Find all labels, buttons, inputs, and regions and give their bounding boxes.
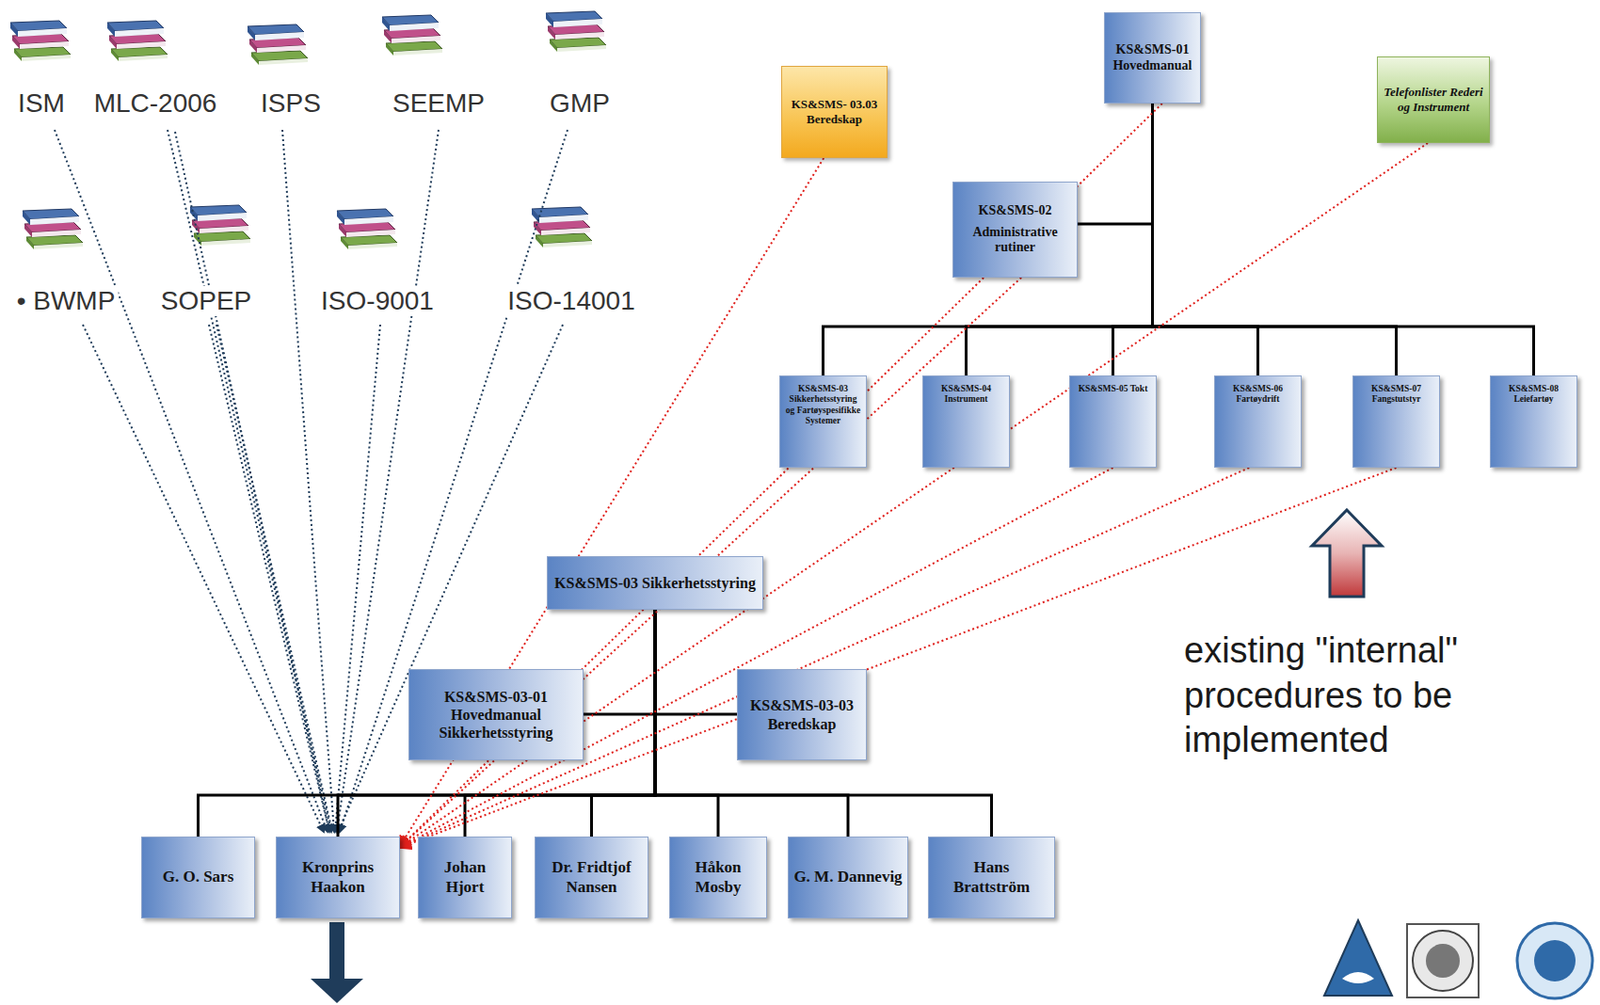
box-text: G. O. Sars	[162, 867, 235, 887]
box-text: KS&SMS-08 Leiefartøy	[1495, 384, 1572, 406]
leader-line	[282, 129, 335, 832]
box-text: KS&SMS- 03.03 Beredskap	[786, 96, 882, 127]
vessel-box: Hans Brattström	[928, 836, 1056, 919]
regulation-label: ISO-9001	[318, 286, 437, 317]
box-text: Johan Hjort	[423, 858, 507, 897]
box-text: Hans Brattström	[933, 858, 1050, 897]
logo-triangle	[1324, 920, 1392, 996]
logo-seal	[1412, 930, 1473, 992]
regulation-label: GMP	[546, 88, 613, 119]
note-text: existing "internal" procedures to be imp…	[1181, 628, 1507, 764]
preparedness-box: KS&SMS- 03.03 Beredskap	[781, 65, 888, 159]
hierarchy-line	[1152, 103, 1259, 376]
procedure-box: KS&SMS-07 Fangstutstyr	[1352, 375, 1440, 468]
box-text: KS&SMS-02	[978, 203, 1053, 220]
hierarchy-line	[1077, 103, 1153, 224]
logo-polar-core	[1534, 940, 1576, 982]
hollow-up-arrow	[1312, 510, 1382, 597]
vessel-box: Johan Hjort	[417, 836, 512, 919]
book-icon	[247, 24, 308, 65]
reference-arrow	[399, 467, 1114, 848]
box-text: KS&SMS-03 Sikkerhetsstyring og Fartøyspe…	[784, 384, 862, 428]
hierarchy-line	[1152, 103, 1535, 376]
hierarchy-line	[655, 609, 719, 837]
manual-box: KS&SMS-03-01 Hovedmanual Sikkerhetsstyri…	[408, 669, 584, 761]
reference-arrow	[399, 467, 1249, 848]
regulation-label: SEEMP	[389, 88, 488, 119]
down-arrow	[310, 922, 364, 1004]
manual-box: KS&SMS-02Administrative rutiner	[952, 181, 1078, 278]
box-text: KS&SMS-03 Sikkerhetsstyring	[554, 574, 756, 592]
box-text: G. M. Dannevig	[793, 867, 902, 887]
arrow-head	[310, 978, 364, 1004]
box-text: Administrative rutiner	[958, 224, 1072, 257]
logo-seal-core	[1425, 944, 1460, 978]
regulation-label: ISO-14001	[504, 286, 638, 317]
leader-line	[54, 129, 328, 832]
regulation-label: MLC-2006	[91, 88, 221, 119]
reference-arrow	[399, 277, 1022, 848]
box-text: KS&SMS-04 Instrument	[928, 384, 1005, 406]
vessel-box: G. M. Dannevig	[787, 836, 909, 919]
procedure-box: KS&SMS-04 Instrument	[922, 375, 1010, 468]
logo-fish	[1342, 972, 1375, 984]
book-icon	[22, 208, 83, 250]
leader-line	[216, 324, 333, 832]
logo-seal-frame	[1407, 924, 1479, 998]
hierarchy-line	[198, 609, 656, 837]
hierarchy-line	[592, 609, 656, 837]
book-icon	[531, 207, 592, 248]
contact-list-box: Telefonlister Rederi og Instrument	[1376, 56, 1490, 144]
box-text: KS&SMS-03-01 Hovedmanual Sikkerhetsstyri…	[414, 688, 578, 743]
book-icon	[545, 11, 607, 52]
leader-line	[208, 324, 330, 832]
institution-logos	[1324, 920, 1593, 999]
vessel-box: Håkon Mosby	[669, 836, 768, 919]
leader-line	[82, 324, 324, 832]
safety-management-box: KS&SMS-03 Sikkerhetsstyring	[546, 556, 764, 610]
preparedness-box: KS&SMS-03-03 Beredskap	[736, 669, 867, 761]
regulation-label: • BWMP	[14, 286, 119, 317]
box-text: KS&SMS-03-03 Beredskap	[742, 696, 862, 733]
book-icons	[10, 11, 607, 250]
book-icon	[107, 20, 168, 62]
arrow-shaft	[329, 922, 345, 979]
box-text: KS&SMS-01 Hovedmanual	[1109, 42, 1196, 75]
regulation-label: ISPS	[257, 88, 324, 119]
hierarchy-line	[337, 609, 656, 837]
vessel-box: Dr. Fridtjof Nansen	[534, 836, 649, 919]
book-icon	[336, 208, 398, 250]
box-text: Håkon Mosby	[674, 858, 762, 897]
procedure-box: KS&SMS-06 Fartøydrift	[1214, 375, 1302, 468]
box-text: Dr. Fridtjof Nansen	[540, 858, 643, 897]
regulation-label: SOPEP	[158, 286, 255, 317]
box-text: KS&SMS-07 Fangstutstyr	[1358, 384, 1435, 406]
box-text: Kronprins Haakon	[281, 858, 395, 897]
book-icon	[190, 205, 251, 246]
leader-line	[167, 129, 332, 832]
regulation-label: ISM	[15, 88, 68, 119]
vessel-box: Kronprins Haakon	[275, 836, 400, 919]
reference-arrow	[399, 103, 1163, 848]
hierarchy-line	[655, 609, 992, 837]
hierarchy-line	[583, 609, 656, 715]
leader-line	[335, 324, 381, 832]
hierarchy-line	[1152, 103, 1397, 376]
book-icon	[382, 15, 443, 56]
book-icon	[10, 20, 71, 62]
manual-box: KS&SMS-01 Hovedmanual	[1104, 12, 1201, 104]
box-text: KS&SMS-05 Tokt	[1078, 384, 1149, 395]
box-text: KS&SMS-06 Fartøydrift	[1219, 384, 1296, 406]
procedure-box: KS&SMS-05 Tokt	[1069, 375, 1157, 468]
vessel-box: G. O. Sars	[141, 836, 256, 919]
box-text: Telefonlister Rederi og Instrument	[1382, 84, 1485, 114]
procedure-box: KS&SMS-03 Sikkerhetsstyring og Fartøyspe…	[779, 375, 867, 468]
logo-polar	[1517, 923, 1593, 999]
procedure-box: KS&SMS-08 Leiefartøy	[1489, 375, 1578, 468]
